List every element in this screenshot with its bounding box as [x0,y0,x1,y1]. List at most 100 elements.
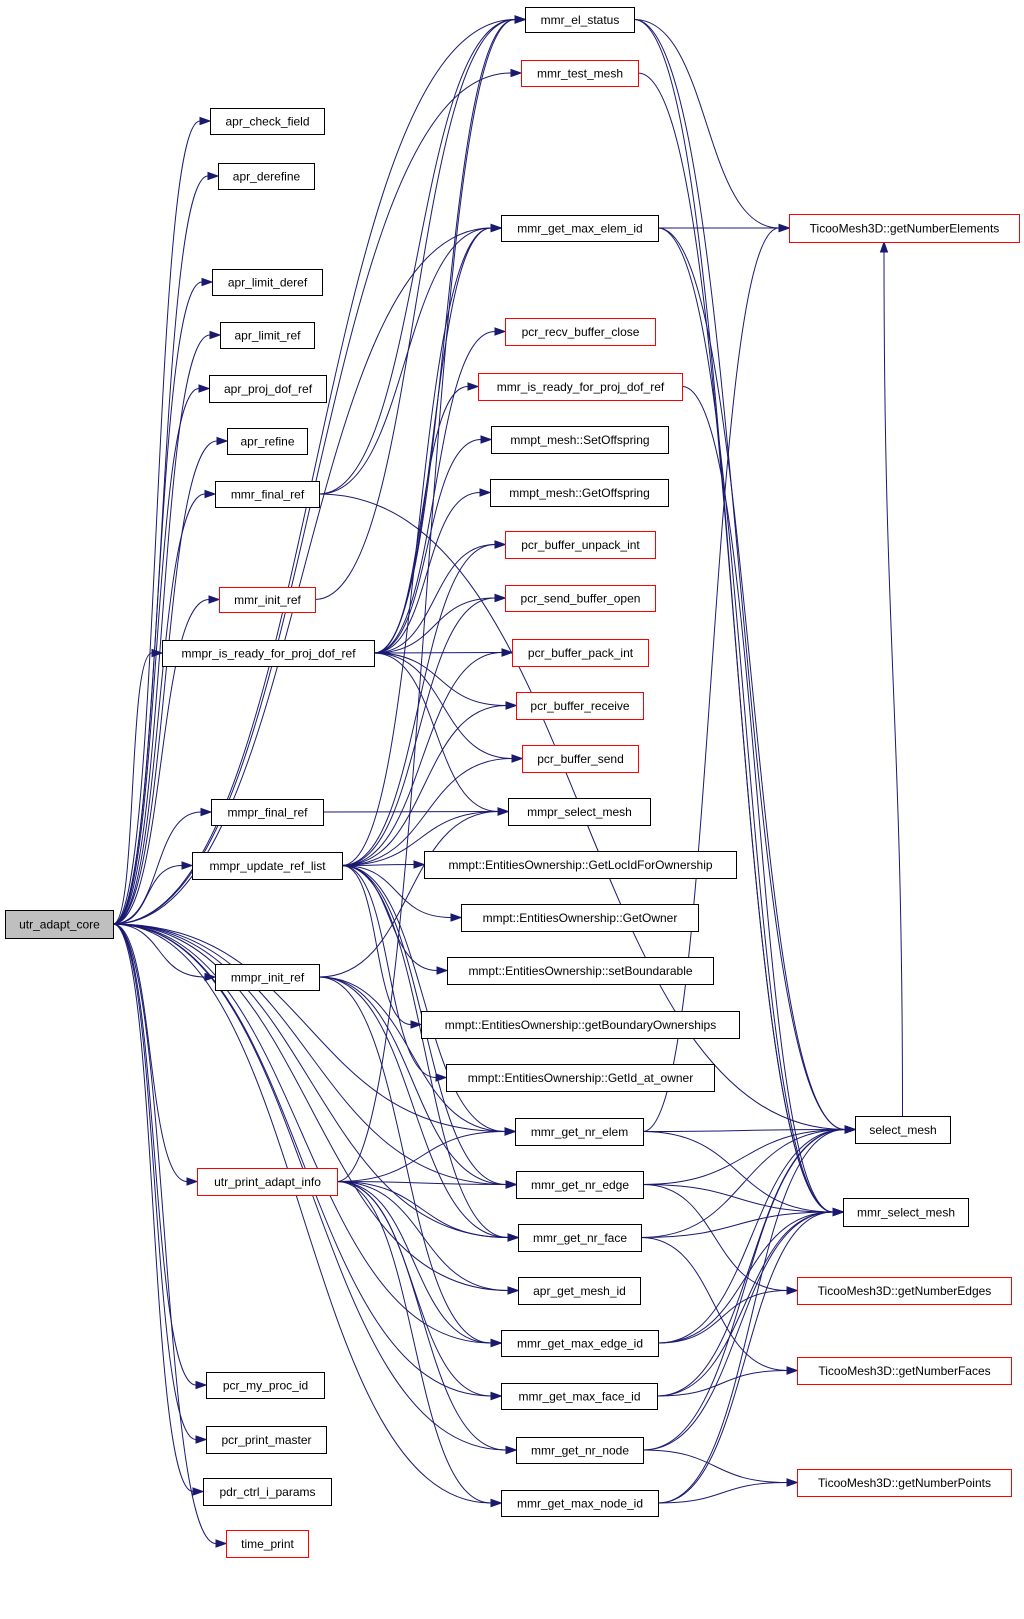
function-node-apr-limit-ref[interactable]: apr_limit_ref [220,322,315,349]
function-node-pcr-send-buffer-open[interactable]: pcr_send_buffer_open [505,585,656,612]
call-edge-line [657,1129,846,1504]
function-node-mmr-select-mesh[interactable]: mmr_select_mesh [843,1198,969,1227]
function-node-label: pdr_ctrl_i_params [219,1485,315,1499]
function-node-utr-adapt-core[interactable]: utr_adapt_core [5,910,114,939]
function-node-label: TicooMesh3D::getNumberElements [810,222,1000,236]
function-node-getnumberfaces[interactable]: TicooMesh3D::getNumberFaces [797,1357,1012,1385]
function-node-box [518,1277,641,1305]
function-node-mmr-get-max-edge-id[interactable]: mmr_get_max_edge_id [501,1330,659,1357]
call-edge-line [633,19,846,1130]
function-node-mmpr-select-mesh[interactable]: mmpr_select_mesh [508,798,651,826]
function-node-box [210,108,325,135]
function-node-mmr-init-ref[interactable]: mmr_init_ref [219,587,316,613]
function-node-box [491,426,669,454]
function-node-box [505,531,656,559]
function-node-box [5,910,114,939]
function-node-box [516,692,644,720]
function-node-mmpr-final-ref[interactable]: mmpr_final_ref [211,799,324,826]
function-node-mmr-get-nr-face[interactable]: mmr_get_nr_face [518,1224,642,1252]
function-node-pcr-buffer-send[interactable]: pcr_buffer_send [522,745,639,773]
function-node-pcr-buffer-unpack-int[interactable]: pcr_buffer_unpack_int [505,531,656,559]
function-node-mmr-is-ready-for-proj-dof-ref[interactable]: mmr_is_ready_for_proj_dof_ref [478,373,683,401]
call-edge [112,923,205,1496]
function-node-mmr-el-status[interactable]: mmr_el_status [525,7,635,33]
call-edge-line [656,1370,788,1397]
function-node-pcr-buffer-receive[interactable]: pcr_buffer_receive [516,692,644,720]
call-edge [112,861,194,925]
function-node-box [501,1490,659,1517]
call-edge-line [642,1211,834,1451]
function-node-box [490,479,669,507]
call-edge-line [373,386,469,654]
arrow-head-icon [450,913,463,922]
call-edge [112,277,214,925]
function-node-apr-derefine[interactable]: apr_derefine [218,163,315,190]
function-node-apr-proj-dof-ref[interactable]: apr_proj_dof_ref [209,375,327,403]
function-node-apr-refine[interactable]: apr_refine [227,428,308,455]
function-node-label: TicooMesh3D::getNumberFaces [818,1364,990,1378]
function-node-apr-check-field[interactable]: apr_check_field [210,108,325,135]
arrow-head-icon [786,1478,799,1487]
function-node-label: pcr_buffer_pack_int [528,646,634,660]
function-node-time-print[interactable]: time_print [226,1530,309,1558]
call-edge [373,593,507,654]
call-edge [112,436,229,925]
call-edge [373,652,524,763]
call-edge-line [314,19,516,600]
call-edge [336,1181,520,1295]
function-node-mmr-get-max-node-id[interactable]: mmr_get_max_node_id [501,1490,659,1517]
function-node-pcr-recv-buffer-close[interactable]: pcr_recv_buffer_close [505,318,656,346]
function-node-getowner[interactable]: mmpt::EntitiesOwnership::GetOwner [461,904,699,932]
function-node-mmr-final-ref[interactable]: mmr_final_ref [215,481,320,508]
arrow-head-icon [209,330,222,340]
arrow-head-icon [436,966,449,975]
function-node-apr-limit-deref[interactable]: apr_limit_deref [212,269,323,296]
arrow-head-icon [778,223,791,233]
function-node-mmr-get-nr-elem[interactable]: mmr_get_nr_elem [515,1118,644,1146]
function-node-getnumberedges[interactable]: TicooMesh3D::getNumberEdges [797,1277,1012,1305]
function-node-getid-at-owner[interactable]: mmpt::EntitiesOwnership::GetId_at_owner [446,1064,715,1092]
call-edge-line [341,758,513,866]
function-node-pcr-print-master[interactable]: pcr_print_master [206,1426,327,1454]
function-node-getnumberpoints[interactable]: TicooMesh3D::getNumberPoints [797,1469,1012,1497]
arrow-head-icon [186,1177,199,1186]
call-edge [633,19,791,233]
function-node-label: pcr_buffer_unpack_int [521,538,640,552]
function-node-select-mesh[interactable]: select_mesh [855,1116,951,1144]
call-edge [642,1125,857,1134]
call-edge [112,384,211,925]
function-node-mmr-get-nr-node[interactable]: mmr_get_nr_node [516,1437,644,1464]
function-node-apr-get-mesh-id[interactable]: apr_get_mesh_id [518,1277,641,1305]
function-node-pcr-buffer-pack-int[interactable]: pcr_buffer_pack_int [512,639,649,667]
arrow-head-icon [208,595,221,604]
function-node-mmr-get-nr-edge[interactable]: mmr_get_nr_edge [516,1171,644,1199]
function-node-mmr-get-max-face-id[interactable]: mmr_get_max_face_id [501,1383,658,1410]
function-node-box [505,585,656,612]
function-node-mmr-get-max-elem-id[interactable]: mmr_get_max_elem_id [501,215,659,242]
function-node-getlocidforownership[interactable]: mmpt::EntitiesOwnership::GetLocIdForOwne… [424,851,737,879]
function-node-mmpr-update-ref-list[interactable]: mmpr_update_ref_list [192,852,343,880]
call-edge-line [642,1184,788,1291]
function-node-utr-print-adapt-info[interactable]: utr_print_adapt_info [197,1168,338,1196]
call-edge [336,1181,518,1455]
function-node-pdr-ctrl-i-params[interactable]: pdr_ctrl_i_params [203,1478,332,1506]
arrow-head-icon [832,1207,845,1217]
function-node-getnumberelements[interactable]: TicooMesh3D::getNumberElements [789,214,1020,243]
function-node-getoffspring[interactable]: mmpt_mesh::GetOffspring [490,479,669,507]
function-node-mmpr-init-ref[interactable]: mmpr_init_ref [215,964,320,991]
call-edge-line [318,976,507,1185]
function-node-box [209,375,327,403]
call-edge-line [656,1211,834,1397]
function-node-box [461,904,699,932]
call-edge-line [373,652,499,812]
function-node-getboundaryownerships[interactable]: mmpt::EntitiesOwnership::getBoundaryOwne… [421,1011,740,1039]
call-edge-line [318,19,516,495]
function-node-mmpr-is-ready-for-proj-dof-ref[interactable]: mmpr_is_ready_for_proj_dof_ref [162,640,375,667]
arrow-head-icon [195,1380,208,1390]
call-edge-line [336,1181,492,1397]
function-node-mmr-test-mesh[interactable]: mmr_test_mesh [521,60,639,87]
function-node-setoffspring[interactable]: mmpt_mesh::SetOffspring [491,426,669,454]
function-node-setboundarable[interactable]: mmpt::EntitiesOwnership::setBoundarable [447,957,714,985]
arrow-head-icon [198,384,211,393]
function-node-pcr-my-proc-id[interactable]: pcr_my_proc_id [206,1372,325,1399]
